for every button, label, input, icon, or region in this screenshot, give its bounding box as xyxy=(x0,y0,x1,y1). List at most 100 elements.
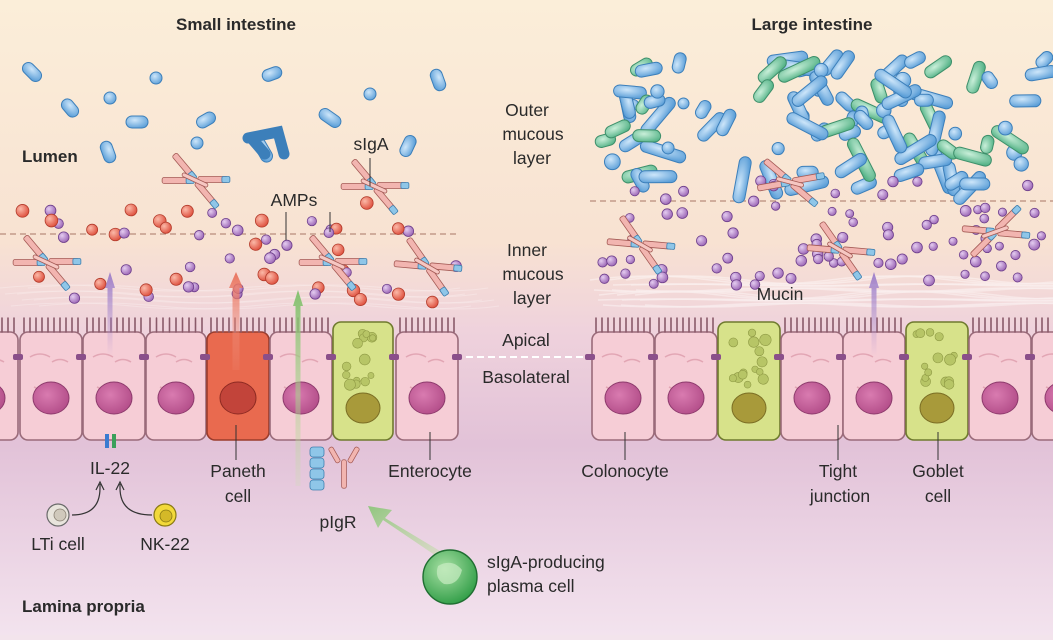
nucleus xyxy=(408,381,446,415)
goblet-cell xyxy=(717,321,781,441)
tight-junction-label-line1: Tight xyxy=(819,461,857,481)
epithelial-cell xyxy=(842,331,906,441)
bacterium-blue xyxy=(60,98,80,118)
amp-molecule xyxy=(124,203,138,217)
bacterium-coccus xyxy=(650,84,665,99)
mucin-molecule xyxy=(224,253,235,264)
mucin-haze xyxy=(0,275,1053,310)
tight-junction xyxy=(389,354,399,360)
il22-label: IL-22 xyxy=(90,458,130,478)
mucin-molecule xyxy=(845,209,855,219)
pigr-receptor-icon xyxy=(309,479,325,491)
mucin-molecule xyxy=(656,271,669,284)
mucin-molecule xyxy=(678,185,689,197)
mucin-molecule xyxy=(184,261,196,273)
mucin-molecule xyxy=(929,214,939,225)
microvilli xyxy=(595,317,651,333)
bacterium-blue xyxy=(125,115,149,129)
mucin-molecule xyxy=(771,201,781,211)
tight-junction-label-line2: junction xyxy=(809,486,870,506)
nucleus xyxy=(1044,384,1053,412)
epithelial-cell xyxy=(780,331,844,441)
mucin-molecule xyxy=(264,252,276,264)
siga-antibody xyxy=(298,234,368,291)
bacterium-green xyxy=(953,146,992,167)
mucin-molecule xyxy=(182,281,195,293)
siga-antibody xyxy=(606,215,676,275)
tight-junction xyxy=(13,354,23,360)
lti-to-il22-arrow xyxy=(71,484,101,516)
mucin-molecule xyxy=(1022,179,1034,192)
mucin-molecule xyxy=(873,257,884,269)
mucin-molecule xyxy=(960,269,970,279)
nk22-to-il22-arrow xyxy=(119,484,153,516)
mucin-molecule xyxy=(885,258,897,270)
bacterium-coccus xyxy=(771,141,785,156)
mucin-molecule xyxy=(696,235,708,247)
mucin-molecule xyxy=(620,268,631,279)
mucin-molecule xyxy=(1012,272,1023,283)
pigr-receptor-icon xyxy=(309,457,325,469)
mucin-molecule xyxy=(721,210,733,223)
epithelial-cell xyxy=(82,331,146,441)
misc-layer xyxy=(46,434,478,605)
bacterium-coccus xyxy=(363,87,377,101)
mucin-molecule xyxy=(194,230,205,241)
mucin-molecule xyxy=(749,279,761,290)
bacterium-green xyxy=(753,79,774,103)
mucin-molecule xyxy=(68,292,81,304)
mucin-molecule xyxy=(381,283,392,294)
antibody-layer xyxy=(12,152,1031,297)
mucin-strand xyxy=(16,290,478,298)
mucin-strand xyxy=(38,302,500,310)
mucin-molecule xyxy=(748,195,760,207)
nucleus xyxy=(981,381,1019,415)
mucin-strand xyxy=(616,290,1053,300)
bacterium-green xyxy=(632,129,662,143)
amp-molecule xyxy=(391,222,405,235)
mucin-strand xyxy=(639,298,1053,302)
tight-junction xyxy=(962,354,972,360)
mucin-molecule xyxy=(648,278,659,289)
bacterium-coccus xyxy=(1013,156,1029,172)
mucin-strand xyxy=(10,302,472,310)
bacterium-coccus xyxy=(149,71,163,85)
pigr-label: pIgR xyxy=(320,512,357,532)
mucin-molecule xyxy=(58,231,70,243)
mucin-molecule xyxy=(660,193,672,205)
bacterium-green xyxy=(980,134,995,154)
amp-molecule xyxy=(353,292,367,306)
epithelial-cell xyxy=(395,331,459,441)
amp-molecule xyxy=(426,295,439,309)
bacterium-blue xyxy=(981,71,998,90)
bacterium-coccus xyxy=(661,141,675,155)
goblet-cell xyxy=(905,321,969,441)
siga-antibody xyxy=(757,158,825,207)
epithelial-cell xyxy=(968,331,1032,441)
paneth-label-line1: Paneth xyxy=(210,461,265,481)
bacterium-blue xyxy=(671,52,687,74)
il22-receptor-icon xyxy=(112,434,116,448)
bacterium-blue xyxy=(894,134,937,166)
mucin-molecule xyxy=(912,176,923,187)
tight-junction xyxy=(452,354,462,360)
paneth-amp-secretion-arrow xyxy=(229,272,243,370)
mucin-molecule xyxy=(995,241,1004,251)
mucin-molecule xyxy=(597,257,608,268)
epithelial-cell xyxy=(1031,331,1053,441)
microvilli xyxy=(1,317,15,333)
bacterium-green xyxy=(757,56,787,84)
bacterium-blue xyxy=(874,68,912,99)
pigr-receptor-icon xyxy=(309,446,325,458)
pigr-bound-antibody xyxy=(328,446,360,489)
mucin-molecule xyxy=(896,253,908,265)
bacterium-blue xyxy=(1009,94,1042,108)
amp-molecule xyxy=(391,287,406,301)
il22-induced-secretion-arrow xyxy=(105,272,115,356)
mucin-molecule xyxy=(923,274,935,287)
mucin-molecule xyxy=(887,175,899,188)
tight-junction xyxy=(836,354,846,360)
siga-antibody xyxy=(806,221,876,281)
bacterium-blue xyxy=(914,93,934,107)
